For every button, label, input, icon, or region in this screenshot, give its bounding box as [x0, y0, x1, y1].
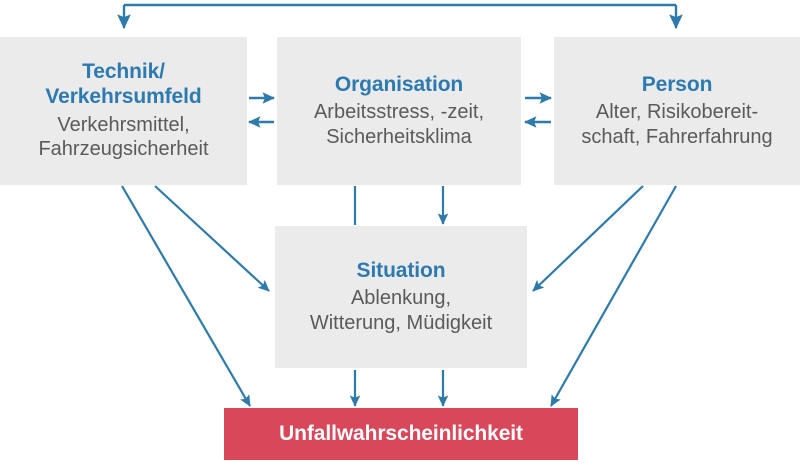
- node-person-body: Alter, Risikobereit- schaft, Fahrerfahru…: [581, 101, 773, 148]
- edge-technik-to-unfall: [121, 185, 251, 407]
- node-technik-body: Verkehrsmittel, Fahrzeugsicherheit: [38, 113, 209, 161]
- node-situation[interactable]: Situation Ablenkung, Witterung, Müdigkei…: [275, 226, 527, 368]
- node-organisation[interactable]: Organisation Arbeitsstress, -zeit, Siche…: [277, 37, 521, 185]
- edge-technik-organisation-bidirectional: [248, 92, 275, 128]
- node-unfallwahrscheinlichkeit[interactable]: Unfallwahrscheinlichkeit: [224, 408, 578, 460]
- edge-person-to-unfall: [550, 185, 677, 407]
- node-organisation-body: Arbeitsstress, -zeit, Sicherheitsklima: [313, 101, 485, 148]
- node-situation-body: Ablenkung, Witterung, Müdigkeit: [309, 287, 493, 334]
- node-unfall-title: Unfallwahrscheinlichkeit: [279, 421, 523, 445]
- edge-organisation-person-bidirectional: [524, 92, 552, 128]
- edge-person-to-situation: [532, 185, 644, 292]
- edge-technik-to-situation: [154, 185, 270, 292]
- node-situation-title: Situation: [356, 258, 446, 282]
- node-person[interactable]: Person Alter, Risikobereit- schaft, Fahr…: [554, 37, 800, 185]
- node-person-title: Person: [641, 72, 713, 96]
- node-organisation-title: Organisation: [334, 72, 464, 96]
- node-technik-verkehrsumfeld[interactable]: Technik/ Verkehrsumfeld Verkehrsmittel, …: [0, 37, 247, 185]
- node-technik-title: Technik/ Verkehrsumfeld: [45, 60, 202, 109]
- edge-technik-to-person-bracket: [117, 3, 683, 30]
